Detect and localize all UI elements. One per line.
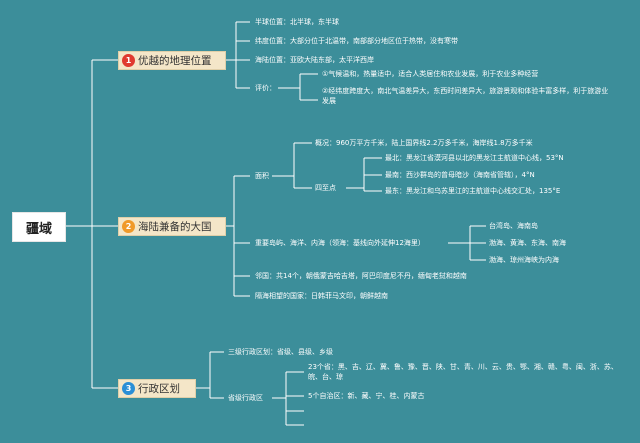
islands-list-item: 台湾岛、海南岛 xyxy=(489,222,538,230)
sea-land-position: 海陆位置：亚欧大陆东部，太平洋西岸 xyxy=(255,56,374,64)
extreme-south: 最南：西沙群岛的曾母暗沙（海南省管辖），4°N xyxy=(385,171,535,179)
badge-number-1: 1 xyxy=(122,54,135,67)
evaluation-point-2: ②经纬度跨度大，南北气温差异大，东西时间差异大，旅游景观和体验丰富多样，利于旅游… xyxy=(322,87,609,105)
badge-number-3: 3 xyxy=(122,382,135,395)
branch-title-3: 行政区划 xyxy=(138,383,180,395)
branch-geographic-location[interactable]: 1 优越的地理位置 xyxy=(118,51,226,70)
evaluation-point-1: ①气候温和，热量适中，适合人类居住和农业发展，利于农业多种经营 xyxy=(322,70,539,78)
branch-administrative-divisions[interactable]: 3 行政区划 xyxy=(118,379,196,398)
hemisphere-position: 半球位置：北半球，东半球 xyxy=(255,18,339,26)
provinces-23-list: 23个省：黑、吉、辽、冀、鲁、豫、晋、陕、甘、青、川、云、贵、鄂、湘、赣、粤、闽… xyxy=(308,363,618,381)
branch-title-1: 优越的地理位置 xyxy=(138,55,212,67)
area-overview: 概况：960万平方千米，陆上国界线2.2万多千米，海岸线1.8万多千米 xyxy=(315,139,533,147)
neighboring-countries: 邻国：共14个，朝俄蒙吉哈吉塔，阿巴印度尼不丹，缅甸老挝和越南 xyxy=(255,272,467,280)
extreme-north: 最北：黑龙江省漠河县以北的黑龙江主航道中心线，53°N xyxy=(385,154,564,162)
badge-number-2: 2 xyxy=(122,220,135,233)
extreme-east: 最东：黑龙江和乌苏里江的主航道中心线交汇处，135°E xyxy=(385,187,561,195)
seas-list-item: 渤海、黄海、东海、南海 xyxy=(489,239,566,247)
latitude-position: 纬度位置：大部分位于北温带，南部部分地区位于热带，没有寒带 xyxy=(255,37,458,45)
root-node-jiangyu: 疆域 xyxy=(12,212,66,242)
autonomous-regions-list: 5个自治区：新、藏、宁、桂、内蒙古 xyxy=(308,392,425,400)
three-level-divisions: 三级行政区划：省级、县级、乡级 xyxy=(228,348,333,356)
inland-seas-list-item: 渤海、琼州海峡为内海 xyxy=(489,256,559,264)
extreme-points-label: 四至点 xyxy=(315,184,336,192)
area-label: 面积 xyxy=(255,172,269,180)
islands-seas-inland: 重要岛屿、海洋、内海（领海：基线向外延伸12海里） xyxy=(255,239,425,247)
branch-title-2: 海陆兼备的大国 xyxy=(138,221,212,233)
province-level-label: 省级行政区 xyxy=(228,394,263,402)
branch-land-sea-country[interactable]: 2 海陆兼备的大国 xyxy=(118,217,226,236)
evaluation-label: 评价： xyxy=(255,84,276,92)
sea-neighboring-countries: 隔海相望的国家：日韩菲马文印，朝鲜越南 xyxy=(255,292,388,300)
